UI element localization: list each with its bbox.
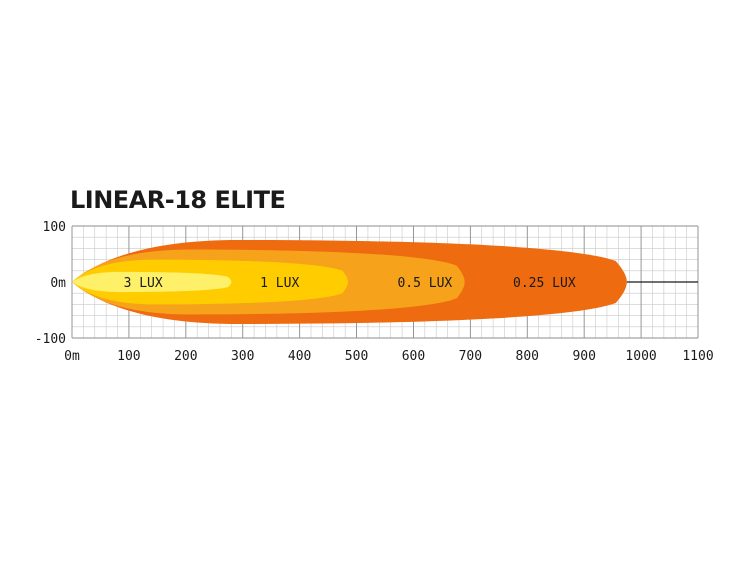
x-tick-label: 800 [516,349,539,364]
y-tick-label: -100 [35,332,66,347]
x-tick-labels: 0m 100 200 300 400 500 600 700 800 900 1000 1100 [64,349,713,364]
beam-label: 1 LUX [260,276,299,291]
x-tick-label: 500 [345,349,368,364]
beam-label: 0.5 LUX [397,276,452,291]
x-tick-label: 1000 [625,349,656,364]
beam-label: 0.25 LUX [513,276,576,291]
x-tick-label: 0m [64,349,80,364]
x-tick-label: 1100 [682,349,713,364]
x-tick-label: 300 [231,349,254,364]
x-tick-label: 100 [117,349,140,364]
x-tick-label: 600 [402,349,425,364]
chart-title: LINEAR-18 ELITE [70,186,286,214]
x-tick-label: 200 [174,349,197,364]
y-tick-label: 0m [50,276,66,291]
beam-area [72,271,232,293]
beam-labels: 3 LUX 1 LUX 0.5 LUX 0.25 LUX [124,276,576,291]
y-tick-label: 100 [43,220,66,235]
beam-areas [72,240,627,324]
beam-label: 3 LUX [124,276,163,291]
x-tick-label: 700 [459,349,482,364]
x-tick-label: 400 [288,349,311,364]
y-tick-labels: 100 0m -100 [35,220,66,347]
x-tick-label: 900 [572,349,595,364]
